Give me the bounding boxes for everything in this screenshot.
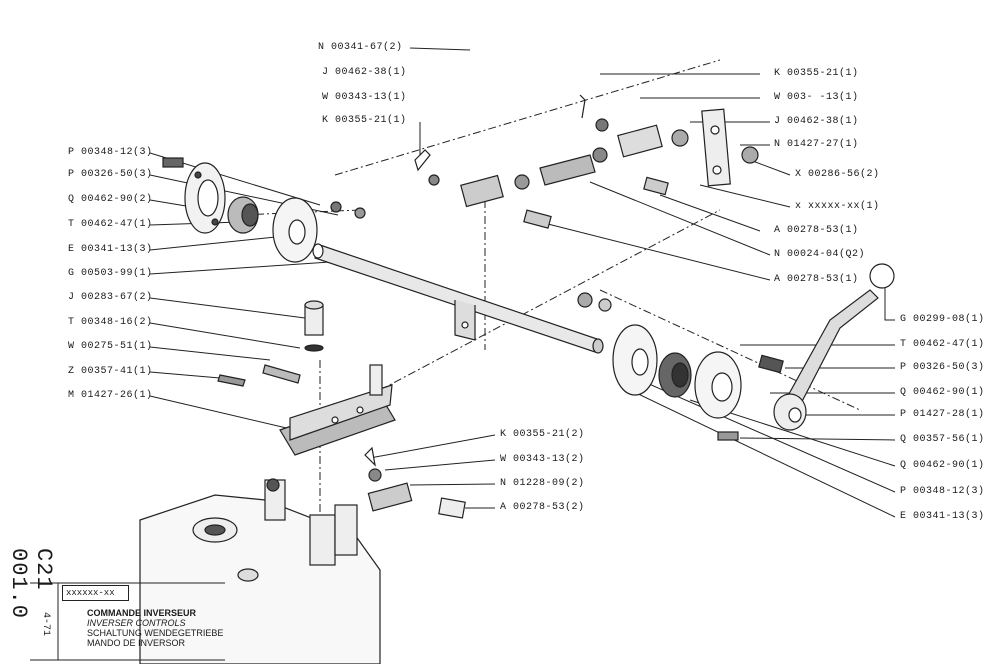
part-label: G 00503-99(1) [68, 268, 153, 279]
part-label: P 00348-12(3) [68, 147, 153, 158]
part-label: T 00348-16(2) [68, 317, 153, 328]
leader-line [149, 297, 306, 319]
leader-line [409, 47, 471, 51]
leader-line [699, 184, 791, 208]
part-label: P 00326-50(3) [68, 169, 153, 180]
main-shaft [312, 243, 604, 354]
leader-line [589, 181, 771, 256]
part-label: M 01427-26(1) [68, 390, 153, 401]
part-label: W 003- -13(1) [774, 92, 859, 103]
part-label: Q 00462-90(1) [900, 460, 985, 471]
leader-line [384, 459, 496, 471]
leader-line [369, 434, 496, 459]
sheet-date: 4-71 [40, 612, 51, 637]
sheet-number: C21 001.0 [6, 548, 56, 620]
leader-line [149, 322, 301, 349]
reference-box: xxxxxx-xx [62, 585, 129, 601]
part-label: J 00462-38(1) [774, 116, 859, 127]
part-label: J 00462-38(1) [322, 67, 407, 78]
part-label: W 00343-13(2) [500, 454, 585, 465]
part-label: P 00326-50(3) [900, 362, 985, 373]
part-label: W 00343-13(1) [322, 92, 407, 103]
title-block: xxxxxx-xx COMMANDE INVERSEUR INVERSER CO… [62, 585, 262, 657]
leader-line [539, 221, 771, 281]
part-label: Z 00357-41(1) [68, 366, 153, 377]
leader-line [629, 389, 896, 518]
part-label: Q 00357-56(1) [900, 434, 985, 445]
part-label: N 01427-27(1) [774, 139, 859, 150]
bottom-linkage [364, 446, 466, 519]
part-label: W 00275-51(1) [68, 341, 153, 352]
leader-line [659, 194, 761, 232]
part-label: A 00278-53(1) [774, 274, 859, 285]
lower-bracket [217, 300, 396, 456]
part-label: x xxxxx-xx(1) [795, 201, 880, 212]
part-label: Q 00462-90(1) [900, 387, 985, 398]
part-label: P 00348-12(3) [900, 486, 985, 497]
leader-line [149, 371, 221, 379]
part-label: A 00278-53(1) [774, 225, 859, 236]
title-fr: COMMANDE INVERSEUR [87, 608, 197, 618]
leader-line [149, 346, 271, 361]
leader-line [639, 379, 896, 493]
leader-line [409, 483, 496, 486]
title-es: MANDO DE INVERSOR [87, 638, 186, 648]
leader-line [149, 234, 296, 251]
leader-line [149, 261, 331, 275]
part-label: E 00341-13(3) [68, 244, 153, 255]
part-label: Q 00462-90(2) [68, 194, 153, 205]
part-label: N 00024-04(Q2) [774, 249, 866, 260]
part-label: K 00355-21(1) [322, 115, 407, 126]
leader-line [739, 437, 896, 441]
leader-line [149, 395, 296, 431]
left-flange-assembly [162, 157, 366, 263]
axis-line [379, 209, 721, 391]
part-label: T 00462-47(1) [900, 339, 985, 350]
part-label: G 00299-08(1) [900, 314, 985, 325]
title-en: INVERSER CONTROLS [87, 618, 186, 628]
part-label: T 00462-47(1) [68, 219, 153, 230]
title-block-frame [30, 582, 225, 661]
part-label: E 00341-13(3) [900, 511, 985, 522]
part-label: K 00355-21(2) [500, 429, 585, 440]
part-label: N 01228-09(2) [500, 478, 585, 489]
part-label: N 00341-67(2) [318, 42, 403, 53]
leader-line [884, 285, 895, 321]
leader-line [749, 159, 791, 176]
gearbox-housing [139, 478, 381, 664]
part-label: A 00278-53(2) [500, 502, 585, 513]
part-label: J 00283-67(2) [68, 292, 153, 303]
part-label: P 01427-28(1) [900, 409, 985, 420]
part-label: X 00286-56(2) [795, 169, 880, 180]
right-flange-assembly [577, 263, 895, 441]
axis-line [334, 59, 721, 176]
title-de: SCHALTUNG WENDEGETRIEBE [87, 628, 224, 638]
top-linkage [414, 94, 759, 229]
part-label: K 00355-21(1) [774, 68, 859, 79]
